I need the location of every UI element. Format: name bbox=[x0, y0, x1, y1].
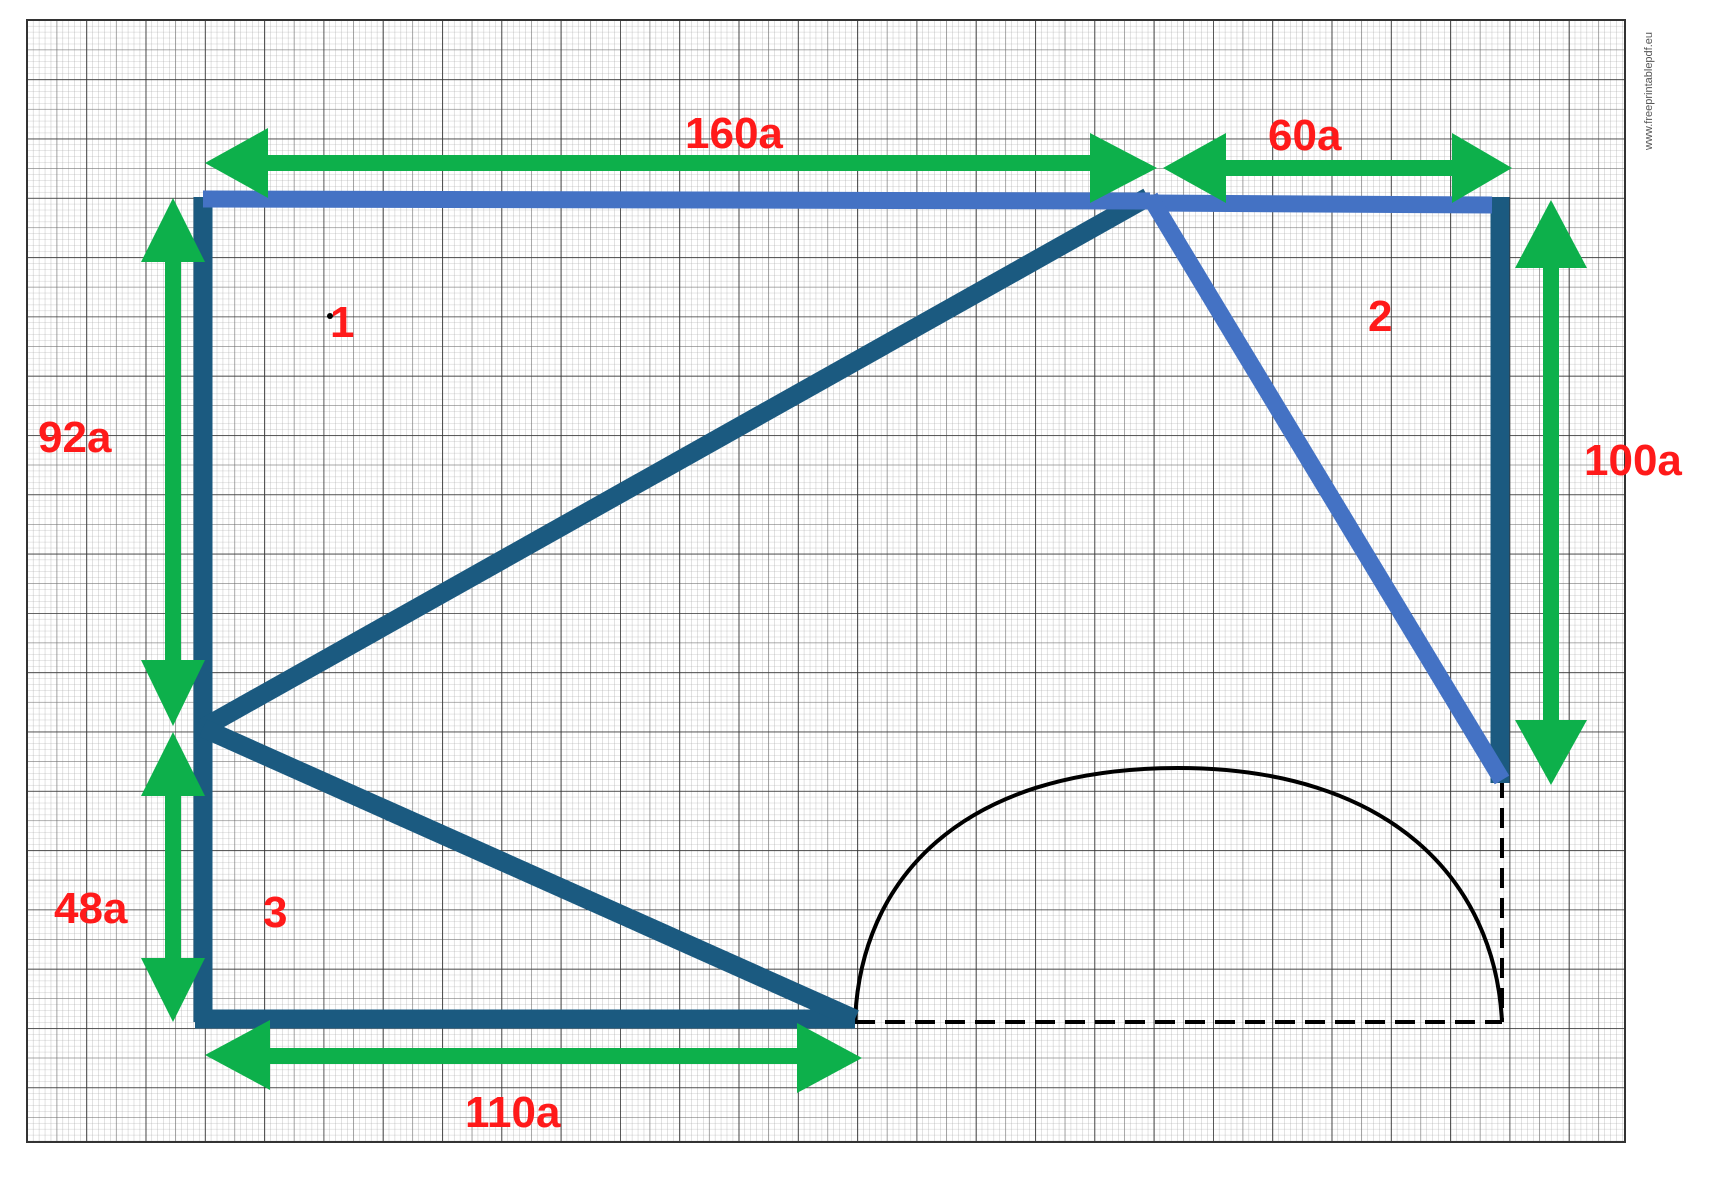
region-label-2: 2 bbox=[1368, 292, 1392, 341]
dark-blue-edges bbox=[193, 188, 1510, 1029]
arrow-110a bbox=[205, 1020, 862, 1093]
arrow-92a bbox=[141, 198, 205, 726]
watermark-text: www.freeprintablepdf.eu bbox=[1643, 32, 1655, 151]
diagonal-lower-edge bbox=[199, 719, 859, 1028]
arrow-60a bbox=[1163, 133, 1512, 203]
region-label-3: 3 bbox=[263, 888, 287, 937]
dim-label-100a: 100a bbox=[1584, 436, 1682, 485]
top-right-wall-edge bbox=[1149, 194, 1493, 214]
arrow-160a bbox=[205, 128, 1157, 203]
diagonal-right-edge bbox=[1142, 192, 1510, 785]
top-wall-edge bbox=[202, 190, 1151, 210]
region-1-dot bbox=[327, 313, 333, 319]
dim-label-110a: 110a bbox=[465, 1088, 561, 1137]
dim-label-60a: 60a bbox=[1268, 111, 1342, 160]
dim-label-48a: 48a bbox=[54, 884, 128, 933]
arrow-48a bbox=[141, 732, 205, 1022]
semicircle-shape bbox=[853, 765, 1504, 1024]
dim-label-160a: 160a bbox=[685, 109, 783, 158]
diagonal-upper-edge bbox=[198, 188, 1153, 737]
dimension-arrows bbox=[141, 128, 1587, 1093]
dim-label-92a: 92a bbox=[38, 413, 112, 462]
region-label-1: 1 bbox=[330, 298, 354, 347]
arrow-100a bbox=[1515, 200, 1587, 785]
light-blue-edges bbox=[202, 190, 1510, 785]
